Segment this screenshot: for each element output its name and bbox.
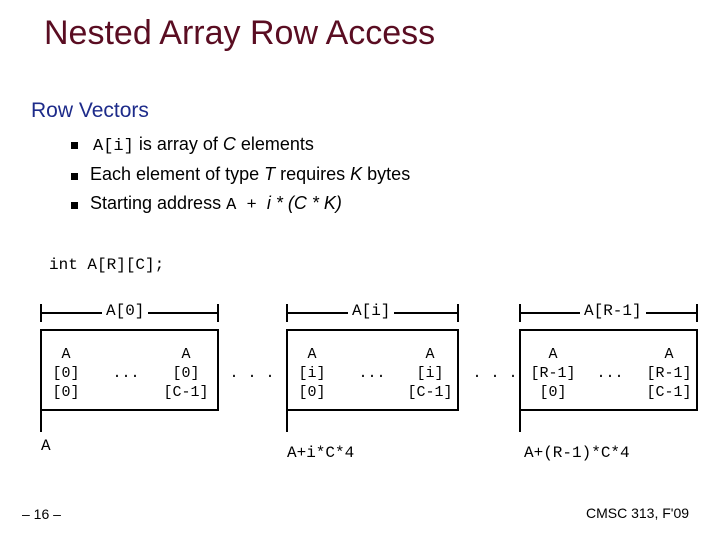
cell-a-0-c-1: A [0] [C-1]: [163, 346, 209, 401]
cell-ellipsis: ...: [596, 365, 624, 382]
row-i-memory-block: [286, 329, 459, 411]
address-row-last: A+(R-1)*C*4: [524, 444, 630, 462]
row-0-memory-block: [40, 329, 219, 411]
cell-a-i-c-1: A [i] [C-1]: [407, 346, 453, 401]
rows-ellipsis: . . .: [229, 365, 275, 382]
cell-a-r-1-c-1: A [R-1] [C-1]: [646, 346, 692, 401]
row-label-0: A[0]: [102, 302, 149, 320]
slide-title: Nested Array Row Access: [44, 14, 436, 52]
array-declaration: int A[R][C];: [49, 256, 165, 274]
page-number: – 16 –: [22, 506, 61, 522]
cell-a-i-0: A [i] [0]: [298, 346, 326, 401]
cell-a-r-1-0: A [R-1] [0]: [530, 346, 576, 401]
address-row-i: A+i*C*4: [287, 444, 355, 462]
course-label: CMSC 313, F'09: [586, 505, 690, 521]
section-heading: Row Vectors: [31, 99, 149, 122]
row-last-memory-block: [519, 329, 698, 411]
cell-ellipsis: ...: [112, 365, 140, 382]
cell-ellipsis: ...: [358, 365, 386, 382]
row-label-last: A[R-1]: [580, 302, 646, 320]
bullet-marker: [71, 173, 78, 180]
bullet-row-array: A[i] is array of C elements: [93, 134, 314, 156]
address-row-0: A: [41, 437, 51, 455]
code-a-i: A[i]: [93, 137, 134, 156]
bullet-marker: [71, 142, 78, 149]
bullet-start-address: Starting address A + i * (C * K): [90, 193, 342, 215]
row-label-i: A[i]: [348, 302, 395, 320]
rows-ellipsis: . . .: [472, 365, 518, 382]
cell-a-0-0: A [0] [0]: [52, 346, 80, 401]
bullet-element-size: Each element of type T requires K bytes: [90, 164, 411, 184]
bullet-marker: [71, 202, 78, 209]
